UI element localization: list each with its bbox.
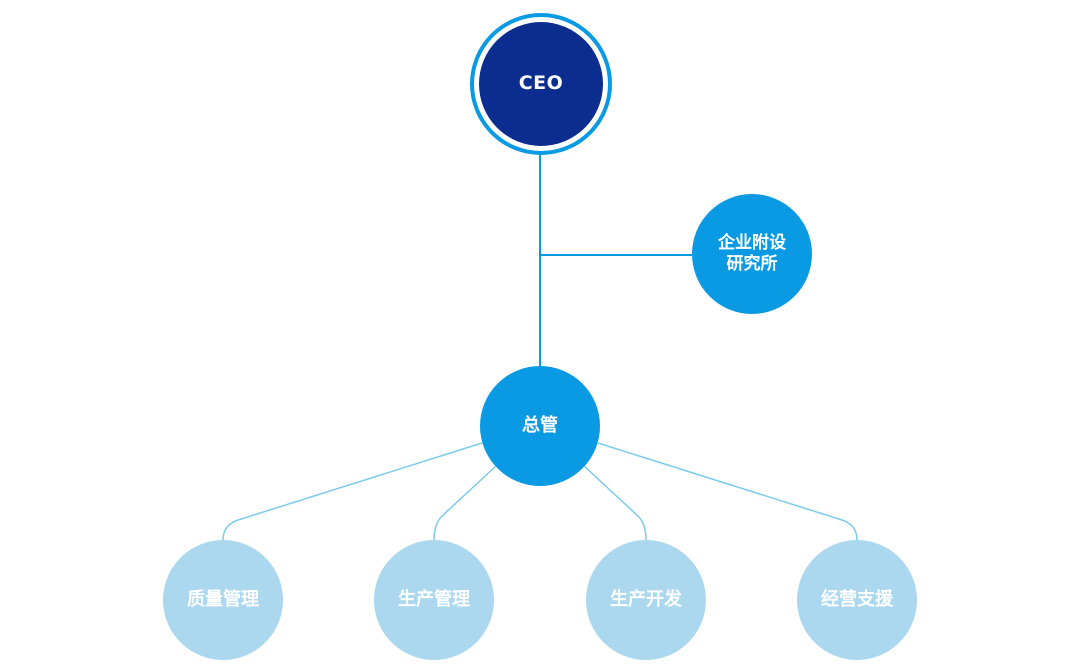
connector-gm-to-dept-1 (222, 442, 483, 541)
department-label: 生产管理 (398, 588, 470, 610)
department-node-business-support[interactable]: 经营支援 (797, 540, 917, 660)
ceo-label: CEO (518, 72, 564, 95)
research-institute-node[interactable]: 企业附设 研究所 (692, 194, 812, 314)
research-institute-label-line2: 研究所 (726, 254, 778, 274)
general-manager-label: 总管 (522, 414, 558, 436)
department-node-production-management[interactable]: 生产管理 (374, 540, 494, 660)
connector-gm-to-dept-3 (583, 465, 647, 541)
department-label: 经营支援 (821, 588, 893, 610)
department-node-production-development[interactable]: 生产开发 (586, 540, 706, 660)
department-label: 生产开发 (610, 588, 682, 610)
ceo-node[interactable]: CEO (479, 22, 603, 146)
connector-gm-to-dept-2 (433, 465, 497, 541)
research-institute-label-line1: 企业附设 (718, 232, 786, 253)
research-institute-label: 企业附设 研究所 (718, 233, 786, 276)
department-node-quality[interactable]: 质量管理 (163, 540, 283, 660)
department-label: 质量管理 (187, 588, 259, 610)
connector-gm-to-dept-4 (597, 442, 858, 541)
general-manager-node[interactable]: 总管 (480, 366, 600, 486)
